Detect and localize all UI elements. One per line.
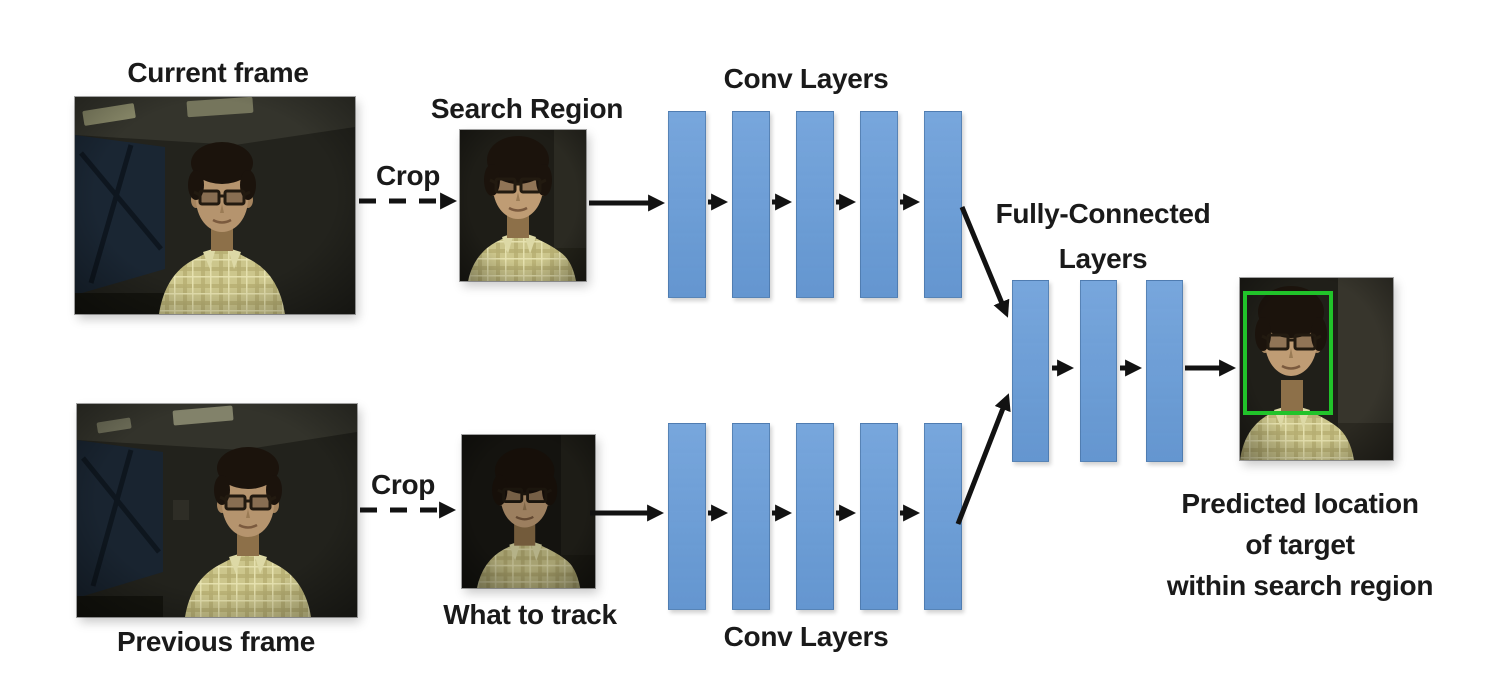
predicted-bbox	[1243, 291, 1333, 415]
current-frame-label: Current frame	[127, 57, 309, 88]
conv-top-bar-1	[668, 111, 706, 298]
conv-bottom-bar-1	[668, 423, 706, 610]
predicted-caption-line2: of target	[1245, 529, 1355, 560]
conv-bottom-bar-4	[860, 423, 898, 610]
output-photo	[1240, 278, 1393, 460]
what-to-track-photo	[462, 435, 595, 588]
previous-frame-label: Previous frame	[116, 626, 316, 657]
conv-top-bar-3	[796, 111, 834, 298]
current-frame-photo	[75, 97, 355, 314]
fully-connected-label: Fully-Connected Layers	[996, 191, 1211, 281]
search-region-label: Search Region	[430, 93, 624, 124]
conv-top-bar-4	[860, 111, 898, 298]
what-to-track-label: What to track	[443, 599, 617, 630]
fc-bar-2	[1080, 280, 1117, 462]
fully-connected-line2: Layers	[1058, 243, 1148, 274]
crop-top-label: Crop	[375, 160, 441, 191]
predicted-location-caption: Predicted location of target within sear…	[1166, 483, 1434, 606]
fc-bar-3	[1146, 280, 1183, 462]
conv-layers-bottom-label: Conv Layers	[723, 621, 889, 652]
arrow-conv-bottom-to-fc	[955, 393, 1011, 525]
search-region-photo	[460, 130, 586, 281]
conv-bottom-bar-2	[732, 423, 770, 610]
conv-top-bar-5	[924, 111, 962, 298]
conv-bottom-bar-3	[796, 423, 834, 610]
fc-bar-1	[1012, 280, 1049, 462]
crop-bottom-label: Crop	[370, 469, 436, 500]
predicted-caption-line1: Predicted location	[1181, 488, 1419, 519]
conv-bottom-bar-5	[924, 423, 962, 610]
conv-top-bar-2	[732, 111, 770, 298]
fully-connected-line1: Fully-Connected	[995, 198, 1211, 229]
previous-frame-photo	[77, 404, 357, 617]
conv-layers-top-label: Conv Layers	[723, 63, 889, 94]
predicted-caption-line3: within search region	[1166, 570, 1434, 601]
